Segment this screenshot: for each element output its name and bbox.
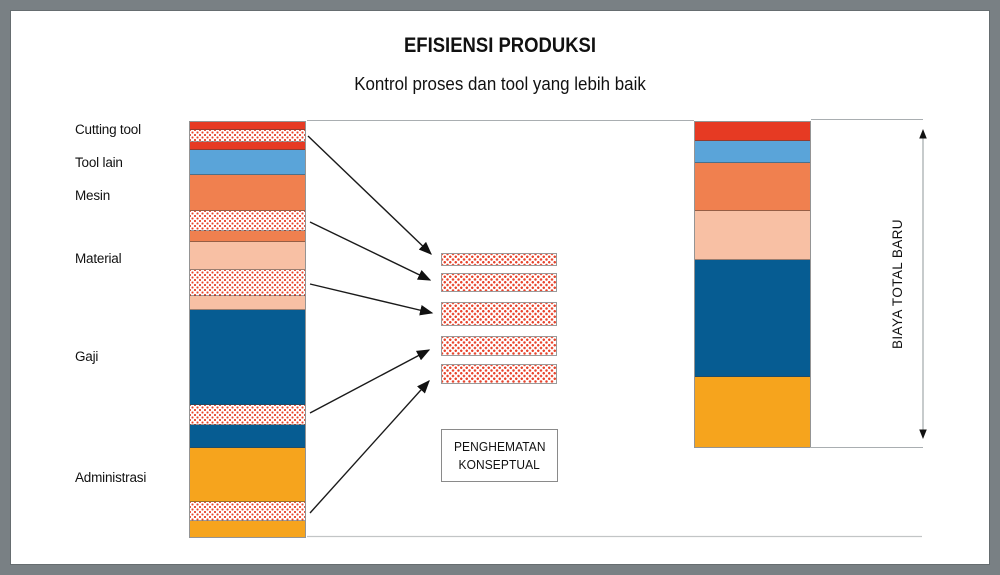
category-label-administrasi: Administrasi bbox=[75, 470, 147, 485]
bar-segment-darkblue bbox=[190, 425, 305, 448]
bar-segment-red bbox=[695, 122, 810, 141]
bar-segment-savings bbox=[190, 211, 305, 231]
bar-segment-peach bbox=[190, 242, 305, 270]
savings-rect-3 bbox=[441, 302, 557, 326]
bar-segment-peach bbox=[190, 296, 305, 310]
bar-segment-amber bbox=[695, 377, 810, 447]
page-title: EFISIENSI PRODUKSI bbox=[403, 34, 597, 57]
new-cost-stacked-bar bbox=[695, 122, 810, 447]
savings-label-line2: KONSEPTUAL bbox=[458, 456, 541, 472]
bar-segment-red bbox=[190, 142, 305, 150]
savings-arrow-3 bbox=[309, 283, 434, 316]
savings-label-box: PENGHEMATAN KONSEPTUAL bbox=[441, 429, 558, 482]
bar-segment-amber bbox=[190, 448, 305, 502]
savings-label-line1: PENGHEMATAN bbox=[453, 438, 546, 454]
category-label-gaji: Gaji bbox=[75, 349, 99, 364]
savings-arrow-2 bbox=[309, 221, 432, 281]
bar-segment-darkblue bbox=[695, 260, 810, 377]
bar-segment-blue bbox=[695, 141, 810, 163]
old-cost-stacked-bar bbox=[190, 122, 305, 537]
page-subtitle: Kontrol proses dan tool yang lebih baik bbox=[354, 74, 646, 94]
bar-segment-savings bbox=[190, 502, 305, 521]
bar-segment-savings bbox=[190, 130, 305, 142]
new-total-cost-label: BIAYA TOTAL BARU bbox=[890, 219, 905, 350]
savings-arrow-5 bbox=[309, 380, 430, 514]
savings-rect-4 bbox=[441, 336, 557, 356]
bar-segment-orange bbox=[695, 163, 810, 211]
bar-segment-savings bbox=[190, 405, 305, 425]
bar-segment-savings bbox=[190, 270, 305, 296]
savings-rect-1 bbox=[441, 253, 557, 266]
bar-segment-red bbox=[190, 122, 305, 130]
bar-segment-peach bbox=[695, 211, 810, 260]
category-label-tool-lain: Tool lain bbox=[75, 155, 123, 170]
category-label-mesin: Mesin bbox=[75, 188, 111, 203]
bar-segment-amber bbox=[190, 521, 305, 537]
savings-rect-5 bbox=[441, 364, 557, 384]
savings-rect-2 bbox=[441, 273, 557, 292]
savings-arrow-1 bbox=[307, 135, 432, 255]
bar-segment-blue bbox=[190, 150, 305, 175]
bar-segment-orange bbox=[190, 231, 305, 242]
bar-segment-orange bbox=[190, 175, 305, 211]
bar-segment-darkblue bbox=[190, 310, 305, 405]
category-label-cutting-tool: Cutting tool bbox=[75, 122, 141, 137]
category-label-material: Material bbox=[75, 251, 122, 266]
savings-arrow-4 bbox=[309, 349, 431, 414]
